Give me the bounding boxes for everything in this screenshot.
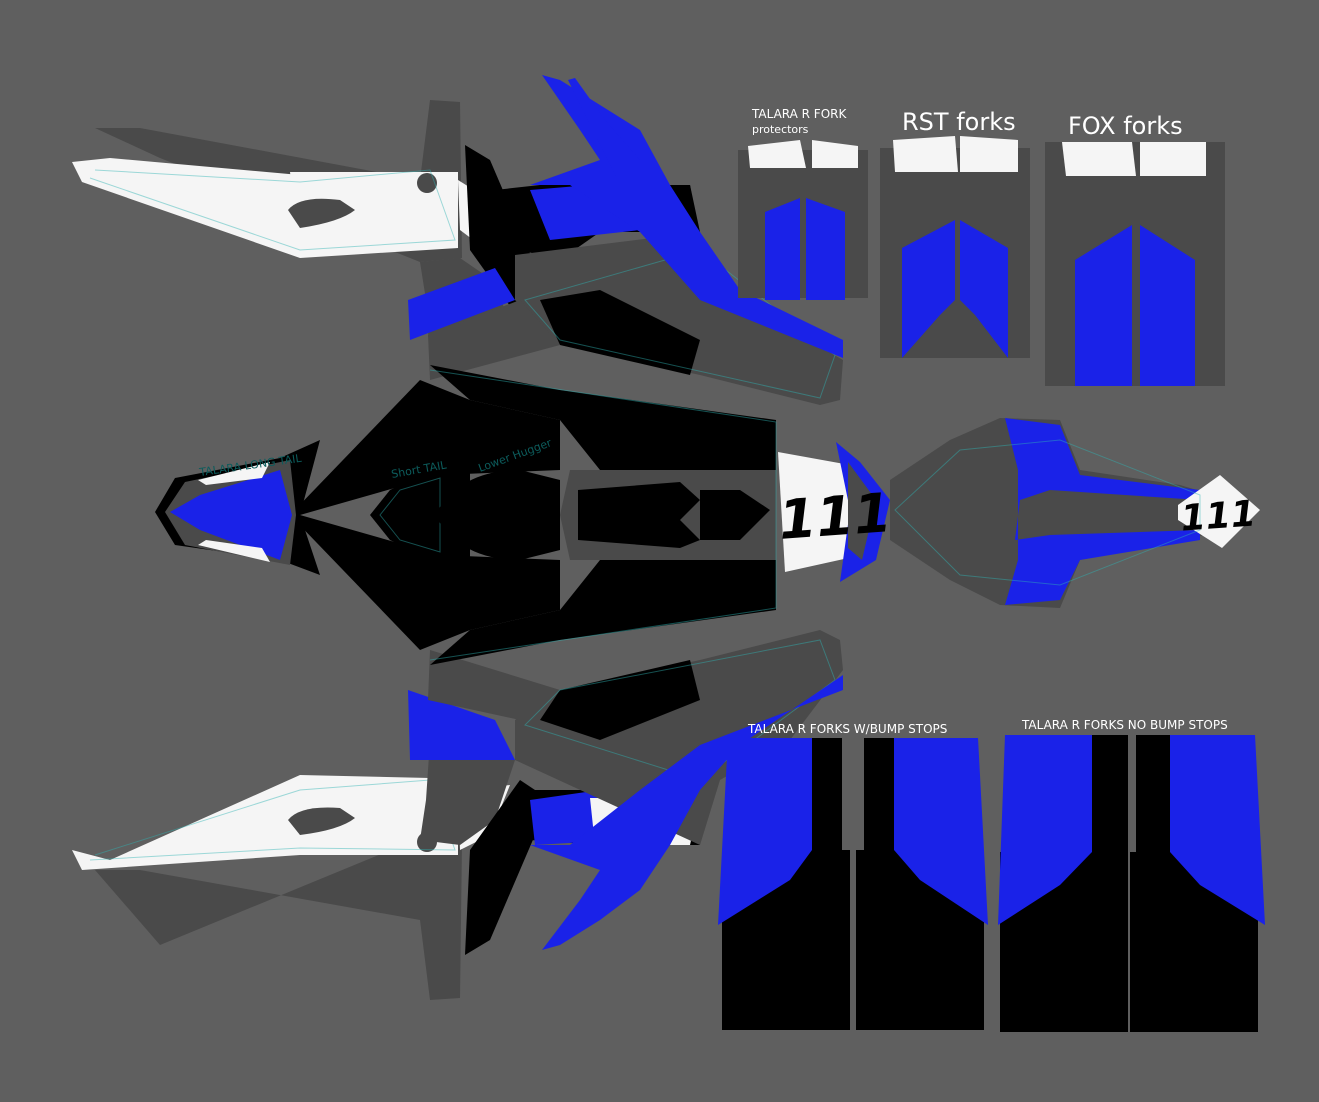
lower-hugger-piece <box>435 470 560 560</box>
center-tank-panels <box>290 365 777 665</box>
talara-forks-bump-stops <box>718 738 988 1030</box>
rst-forks-guards <box>880 136 1030 358</box>
no-bump-stops-label: TALARA R FORKS NO BUMP STOPS <box>1021 718 1228 732</box>
talara-fork-title-line2: protectors <box>752 123 809 136</box>
talara-fork-protectors <box>738 140 868 300</box>
bump-stops-label: TALARA R FORKS W/BUMP STOPS <box>747 722 947 736</box>
front-fender <box>890 418 1260 608</box>
rear-number-text: 111 <box>1179 493 1257 539</box>
fox-forks-label: FOX forks <box>1068 112 1183 140</box>
upper-radiator-scoop <box>530 75 843 358</box>
talara-forks-no-bump-stops <box>998 735 1265 1032</box>
front-number-text: 111 <box>777 481 894 552</box>
front-number-plate <box>778 442 890 582</box>
rst-forks-label: RST forks <box>902 108 1016 136</box>
upper-rear-side-panel <box>72 100 510 262</box>
lower-radiator-scoop <box>530 675 843 950</box>
fox-forks-guards <box>1045 142 1225 386</box>
talara-fork-title-line1: TALARA R FORK <box>751 107 847 121</box>
long-tail-piece <box>155 440 320 575</box>
